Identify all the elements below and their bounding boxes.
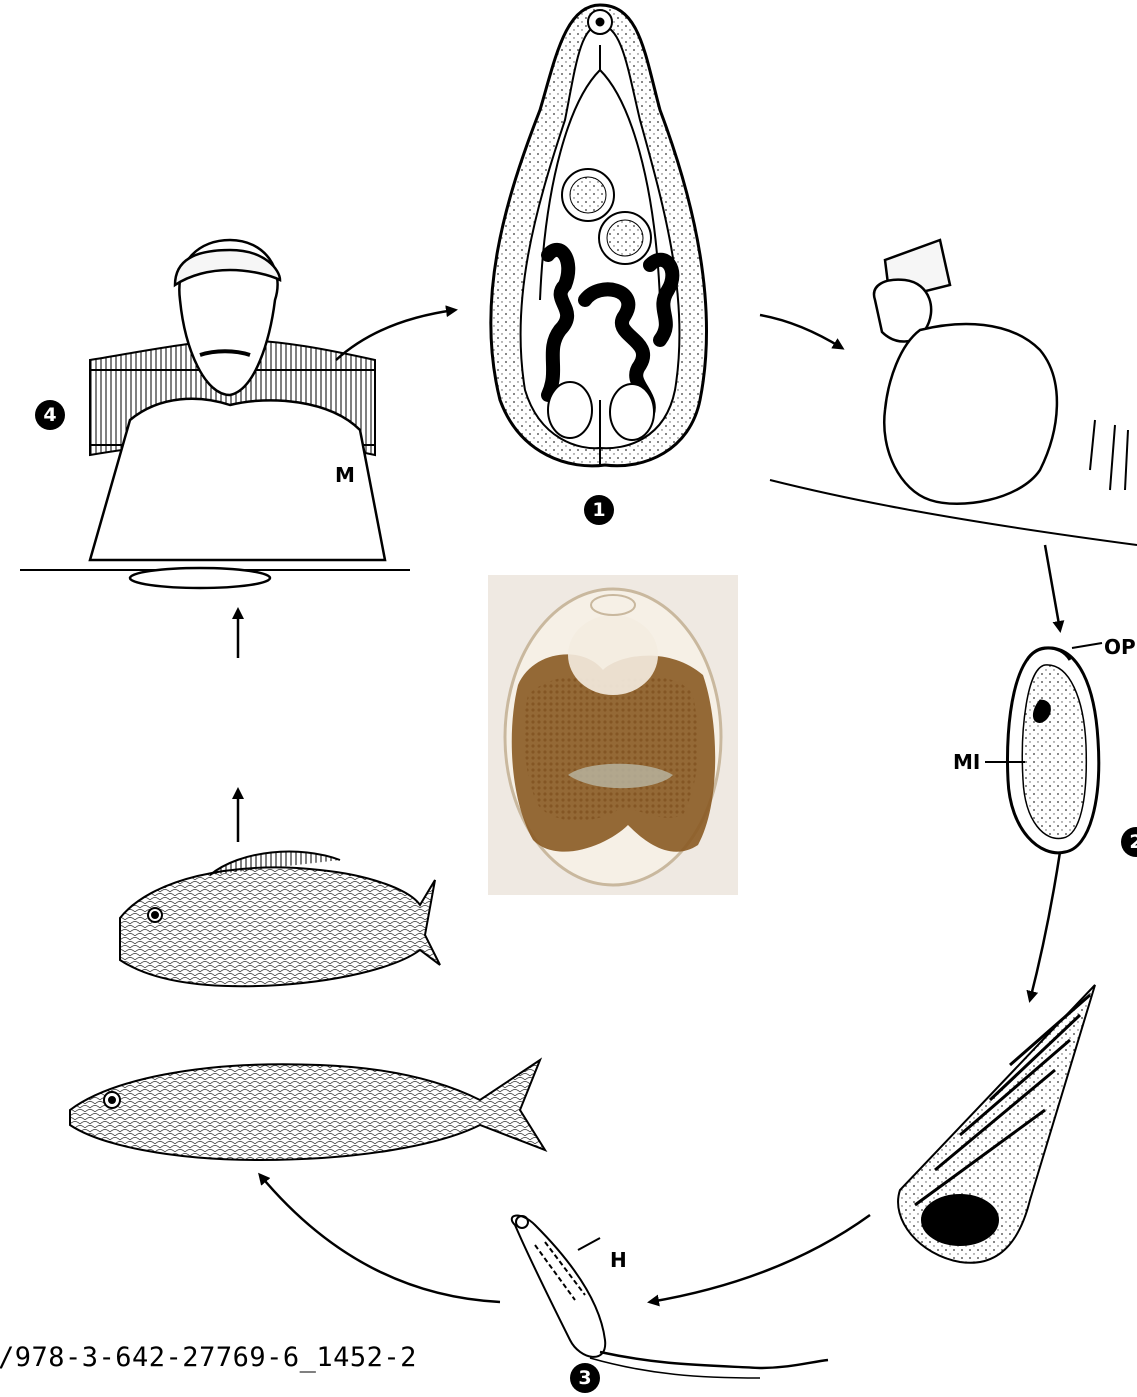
- reference-code: /978-3-642-27769-6_1452-2: [0, 1342, 417, 1373]
- label-h: H: [610, 1250, 627, 1270]
- stage-number-3: 3: [570, 1363, 600, 1393]
- egg-illustration: [985, 643, 1102, 853]
- arrow-defecation-to-egg: [1045, 545, 1060, 630]
- arrow-man-to-adult: [336, 310, 455, 360]
- cercaria-illustration: [512, 1216, 828, 1378]
- stage-number-4: 4: [35, 400, 65, 430]
- man-defecating-illustration: [770, 240, 1137, 545]
- stage-number-1: 1: [584, 495, 614, 525]
- label-mi: MI: [953, 752, 980, 772]
- arrow-snail-to-cercaria: [650, 1215, 870, 1302]
- adult-fluke-illustration: [491, 5, 707, 466]
- arrow-adult-to-defecation: [760, 315, 842, 348]
- snail-illustration: [898, 985, 1095, 1263]
- arrow-egg-to-snail: [1030, 852, 1060, 1000]
- label-op: OP: [1104, 637, 1136, 657]
- stained-fluke-photograph: [488, 575, 738, 895]
- arrow-cercaria-to-fish: [260, 1175, 500, 1302]
- upper-fish-illustration: [120, 852, 440, 987]
- label-m: M: [335, 465, 355, 485]
- lower-fish-illustration: [70, 1060, 545, 1160]
